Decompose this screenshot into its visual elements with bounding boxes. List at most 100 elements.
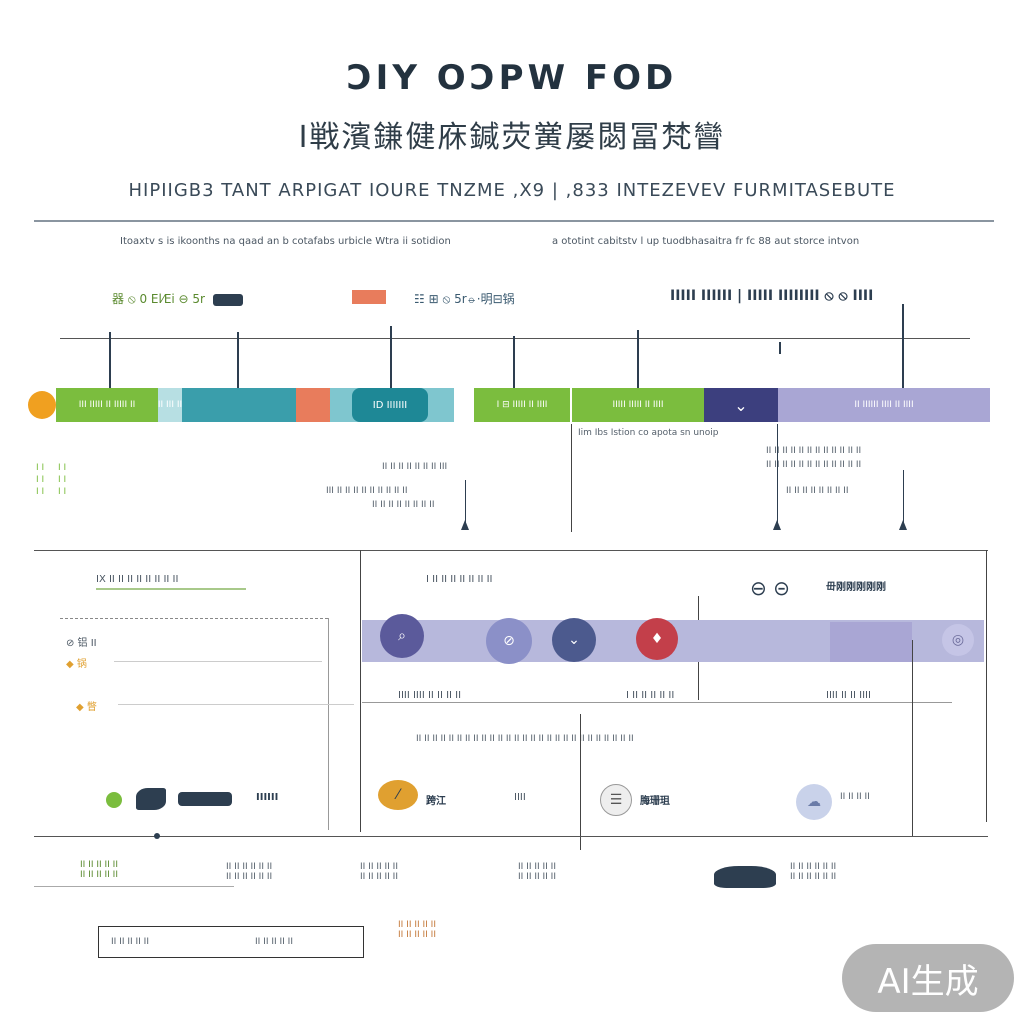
bottom-box-1: II II II II II II II II II II — [98, 926, 364, 958]
lower-left-dash-right — [328, 618, 329, 830]
timeline-segment-8: II IIIIII IIII II IIII — [778, 388, 990, 422]
lower-left-icon-label: IIIIII — [256, 792, 279, 803]
process-step-5-box — [830, 622, 912, 662]
bottom-col-4: II II II II II II II II II II — [518, 862, 556, 882]
lower-icon-label-4: II II II II — [840, 792, 870, 802]
bottom-box-1-text-a: II II II II II — [111, 937, 149, 947]
lower-divider-2 — [580, 714, 581, 850]
lower-icon-label-2: IIII — [514, 792, 526, 803]
timeline-segment-3 — [182, 388, 296, 422]
timeline-stem-5 — [637, 330, 639, 388]
timeline-stem-6 — [902, 304, 904, 388]
bottom-divider-dot — [154, 833, 160, 839]
page-tagline: HIPIIGB3 TANT ARPIGAT IOURE TNZME ,X9 | … — [128, 180, 896, 201]
timeline-segment-5: I ⊟ IIIII II IIII — [474, 388, 570, 422]
lower-mid-heading: I II II II II II II II — [426, 574, 493, 585]
timeline-stem-4 — [513, 336, 515, 388]
bottom-divider — [34, 836, 988, 837]
bottom-col-3: II II II II II II II II II II — [360, 862, 398, 882]
bottom-box-3: II II II II II II II II II II — [398, 920, 436, 940]
trees-icon — [714, 866, 776, 888]
intro-left: Itoaxtv s is ikoonths na qaad an b cotaf… — [120, 236, 451, 247]
band-label-2: I II II II II II — [626, 690, 675, 701]
note-mid-3: II II II II II II II II — [372, 500, 435, 510]
process-step-4-icon: ♦ — [636, 618, 678, 660]
bottom-box-1-text-b: II II II II II — [255, 937, 293, 947]
lower-left-row-1: ⊘ 铝 II — [66, 638, 97, 649]
timeline-tick-7 — [779, 342, 781, 354]
lower-right-symbol: ⊖ ⊝ — [750, 576, 790, 600]
ai-generated-badge: AI生成 — [842, 944, 1014, 1012]
timeline-segment-7: ⌄ — [704, 388, 778, 422]
fish-icon-lower — [136, 788, 166, 810]
document-icon: ☰ — [600, 784, 632, 816]
note-right-3: II II II II II II II II — [786, 486, 849, 496]
lower-left-row-3-line — [118, 704, 354, 705]
timeline-segment-2: IIIII IIII III IIIII IIII — [158, 388, 182, 422]
note-right-arrow-2 — [899, 520, 907, 530]
section-divider — [34, 550, 988, 551]
band-label-rule — [362, 702, 952, 703]
timeline-sub-1: Iim Ibs Istion co apota sn unoip — [578, 428, 719, 438]
note-mid-arrow — [461, 520, 469, 530]
note-right-stem-2 — [903, 470, 904, 524]
intro-right: a ototint cabitstv l up tuodbhasaitra fr… — [552, 236, 860, 247]
note-right-stem-1 — [777, 424, 778, 524]
green-dot-icon — [106, 792, 122, 808]
timeline-stem-3 — [390, 326, 392, 388]
timeline-start-dot — [28, 391, 56, 419]
fish-icon — [212, 293, 243, 306]
lower-divider-3 — [912, 640, 913, 836]
lower-icon-label-3: 脢珊珇 — [640, 796, 670, 807]
lower-left-row-2: ◆ 锅 — [66, 659, 87, 670]
timeline-segment-1: III IIIII II IIIII II — [56, 388, 158, 422]
legend-item-1: 器 ⦸ 0 El⁄Ei ⊖ 5r — [112, 290, 243, 307]
lower-left-heading-underline — [96, 588, 246, 590]
bottom-footer-line — [34, 886, 234, 887]
bottom-col-5: II II II II II II II II II II II II — [790, 862, 837, 882]
legend-item-2: ☷ ⊞ ⦸ 5r⦵·明⊟锅 — [414, 292, 515, 306]
note-right-arrow-1 — [773, 520, 781, 530]
band-note: II II II II II II II II II II II II II I… — [416, 734, 634, 744]
note-mid-1: II II II II II II II III — [382, 462, 448, 472]
page-title: ƆIY OƆPW FOD — [346, 58, 678, 98]
side-label-2: I I I I I I — [58, 463, 67, 497]
pill-icon — [178, 792, 232, 806]
lower-frame-left — [360, 550, 361, 832]
note-right-2: II II II II II II II II II II II II — [766, 460, 862, 470]
lower-frame-right — [986, 550, 987, 822]
process-step-6-icon: ◎ — [942, 624, 974, 656]
lower-left-row-3: ◆ 瞥 — [76, 702, 97, 713]
lower-left-row-2-line — [114, 661, 322, 662]
legend-item-1-label: 器 ⦸ 0 El⁄Ei ⊖ 5r — [112, 292, 205, 306]
process-step-1-icon: ⌕ — [380, 614, 424, 658]
side-label: I I I I I I — [36, 463, 45, 497]
down-chevron-icon: ⌄ — [734, 395, 748, 415]
timeline-segment-6: IIIII IIIII II IIII — [572, 388, 704, 422]
legend-item-3: IIIII IIIIII | IIIII IIIIIIII ⦸ ⦸ IIII — [670, 288, 874, 304]
bottom-col-1: II II II II II II II II II II — [80, 860, 118, 880]
timeline-segment-salmon — [296, 388, 330, 422]
note-mid-divider — [571, 424, 572, 532]
timeline-top-line — [60, 338, 970, 339]
orange-pen-icon: ⁄ — [378, 780, 418, 810]
timeline-stem-2 — [237, 332, 239, 388]
lower-left-heading: IX II II II II II II II II — [96, 574, 179, 585]
timeline-marker-badge: ID IIIIIII — [352, 388, 428, 422]
bottom-col-2: II II II II II II II II II II II II — [226, 862, 273, 882]
page-subtitle: I戦濱鎌健庥鍼荧黉屡閟冨梵矕 — [298, 120, 726, 155]
cloud-icon: ☁ — [796, 784, 832, 820]
lower-left-dash-box — [60, 618, 328, 619]
lower-icon-label-1: 跨江 — [426, 796, 446, 807]
header-divider — [34, 220, 994, 222]
note-mid-arrow-stem — [465, 480, 466, 528]
process-step-2-icon: ⊘ — [486, 618, 532, 664]
band-label-1: IIII IIII II II II II — [398, 690, 462, 701]
process-step-3-icon: ⌄ — [552, 618, 596, 662]
legend-swatch — [352, 290, 386, 304]
band-label-3: IIII II II IIII — [826, 690, 871, 701]
note-right-1: II II II II II II II II II II II II — [766, 446, 862, 456]
lower-right-heading: 毌刚刚刚刚刚 — [826, 582, 886, 593]
timeline-stem-1 — [109, 332, 111, 388]
note-mid-2: III II II II II II II II II II — [326, 486, 408, 496]
